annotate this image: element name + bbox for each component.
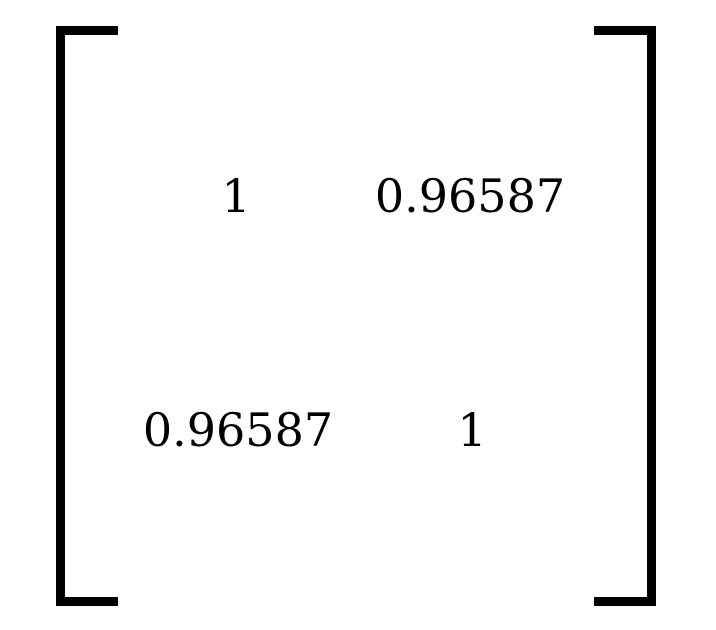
matrix-cell-r1-c1: 1 [221, 169, 251, 223]
matrix-cell-r2-c1: 0.96587 [142, 403, 334, 457]
right-bracket [594, 26, 656, 606]
left-bracket [56, 26, 118, 606]
matrix-cell-r1-c2: 0.96587 [374, 169, 566, 223]
matrix-cell-r2-c2: 1 [457, 403, 487, 457]
